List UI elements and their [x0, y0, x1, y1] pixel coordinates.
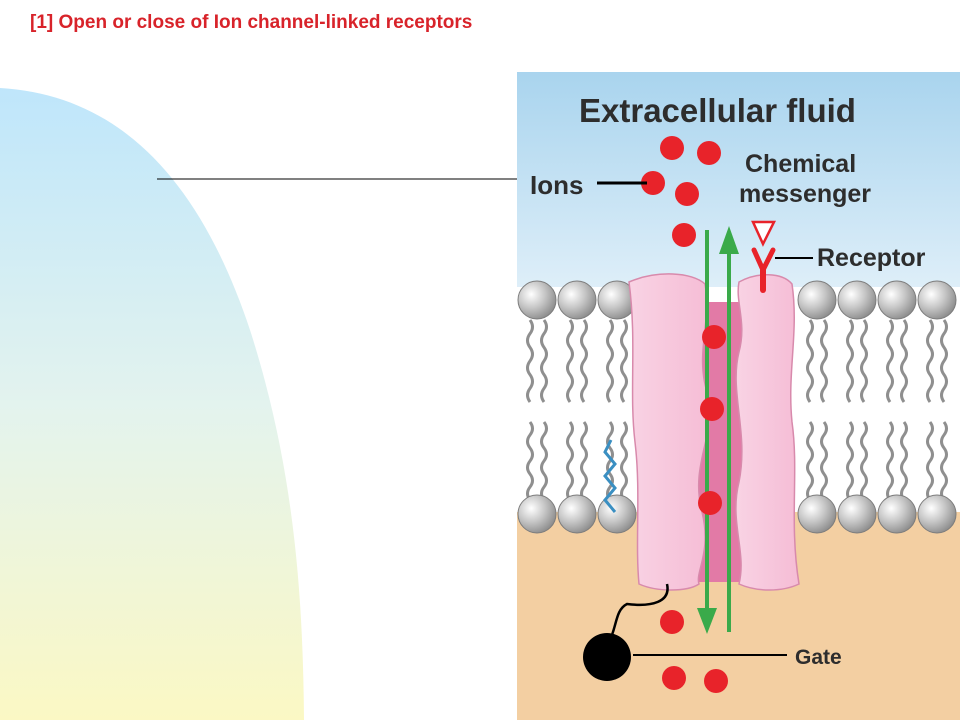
up-arrowhead-icon	[719, 226, 739, 254]
label-extracellular-fluid: Extracellular fluid	[579, 92, 856, 129]
side-gradient-shape	[0, 88, 304, 720]
lipid-head	[837, 494, 877, 534]
receptor-icon	[751, 247, 776, 293]
lipid-tail	[900, 421, 908, 501]
lipid-tail	[860, 319, 868, 403]
ion-dot	[660, 136, 684, 160]
lipid-tail	[526, 319, 534, 403]
lipid-tail	[926, 421, 934, 501]
lipid-heads	[517, 280, 957, 534]
lipid-tail	[566, 421, 574, 501]
label-ions: Ions	[530, 170, 583, 200]
ion-dot	[702, 325, 726, 349]
label-gate: Gate	[795, 646, 842, 669]
gate-ball-icon	[583, 633, 631, 681]
cholesterol-zigzag	[603, 439, 617, 513]
lipid-tail	[580, 319, 588, 403]
lipid-tail	[846, 319, 854, 403]
lipid-tail	[900, 319, 908, 403]
ion-dot	[641, 171, 665, 195]
ion-dot	[660, 610, 684, 634]
lipid-tail	[940, 319, 948, 403]
lipid-tail	[806, 421, 814, 501]
label-messenger: messenger	[739, 180, 871, 208]
ion-dot	[672, 223, 696, 247]
ion-channel-protein	[628, 273, 800, 591]
lipid-tail	[566, 319, 574, 403]
lipid-head	[517, 494, 557, 534]
lipid-tail	[886, 319, 894, 403]
ion-dot	[704, 669, 728, 693]
lipid-tail	[580, 421, 588, 501]
lipid-head	[877, 280, 917, 320]
ion-dot	[675, 182, 699, 206]
lipid-head	[557, 494, 597, 534]
lipid-tail	[540, 421, 548, 501]
lipid-tail	[860, 421, 868, 501]
lipid-tail	[620, 421, 628, 501]
lipid-tail	[540, 319, 548, 403]
ion-dot	[662, 666, 686, 690]
lipid-tail	[820, 319, 828, 403]
channel-left-subunit	[628, 273, 711, 591]
label-chemical: Chemical	[745, 150, 856, 178]
lipid-head	[557, 280, 597, 320]
ion-dot	[698, 491, 722, 515]
label-receptor: Receptor	[817, 244, 926, 272]
down-arrowhead-icon	[697, 608, 717, 634]
lipid-tail	[806, 319, 814, 403]
lipid-head	[797, 280, 837, 320]
lipid-tail	[846, 421, 854, 501]
lipid-head	[877, 494, 917, 534]
lipid-tail	[940, 421, 948, 501]
ion-flux-arrows	[697, 226, 739, 634]
lipid-tails	[526, 319, 948, 501]
lipid-tail	[926, 319, 934, 403]
channel-right-subunit	[735, 274, 800, 591]
ion-channel-diagram: Extracellular fluid Ions Chemical messen…	[517, 72, 960, 720]
ions	[641, 136, 728, 693]
lipid-tail	[606, 319, 614, 403]
lipid-head	[917, 280, 957, 320]
ion-dot	[697, 141, 721, 165]
gate-tether	[607, 583, 669, 643]
lipid-head	[837, 280, 877, 320]
lipid-head	[517, 280, 557, 320]
lipid-head	[797, 494, 837, 534]
lipid-tail	[820, 421, 828, 501]
lipid-tail	[886, 421, 894, 501]
lipid-tail	[606, 421, 614, 501]
ion-dot	[700, 397, 724, 421]
lipid-tail	[526, 421, 534, 501]
lipid-head	[917, 494, 957, 534]
chemical-messenger-icon	[751, 220, 777, 247]
gate	[583, 583, 787, 681]
slide-title: [1] Open or close of Ion channel-linked …	[30, 12, 473, 33]
lipid-tail	[620, 319, 628, 403]
